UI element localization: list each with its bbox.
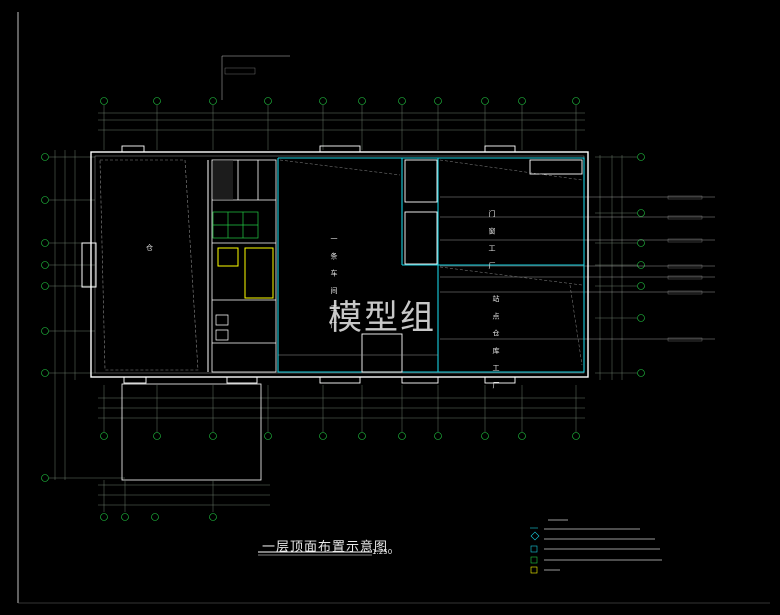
service-core: [211, 159, 277, 373]
room-label-left: 仓: [146, 243, 153, 252]
right-grid-axis: [637, 153, 645, 377]
bottom-grid-axis: [100, 432, 580, 440]
room-label-right-lower: 站 点 仓 库 工 厂: [492, 294, 500, 392]
annex-outline: [121, 383, 262, 481]
watermark: 模型组: [328, 298, 436, 338]
top-grid-axis: [100, 97, 580, 105]
legend: [530, 527, 540, 574]
cyan-ceiling-outline: [277, 157, 585, 373]
drawing-scale: 1:250: [372, 548, 393, 556]
left-grid-axis: [41, 153, 49, 482]
room-label-center: 一 条 车 间 工 厂: [330, 235, 338, 332]
room-label-right-upper: 门 窗 工 厂: [488, 209, 496, 273]
drawing-title: 一层顶面布置示意图: [262, 540, 389, 555]
